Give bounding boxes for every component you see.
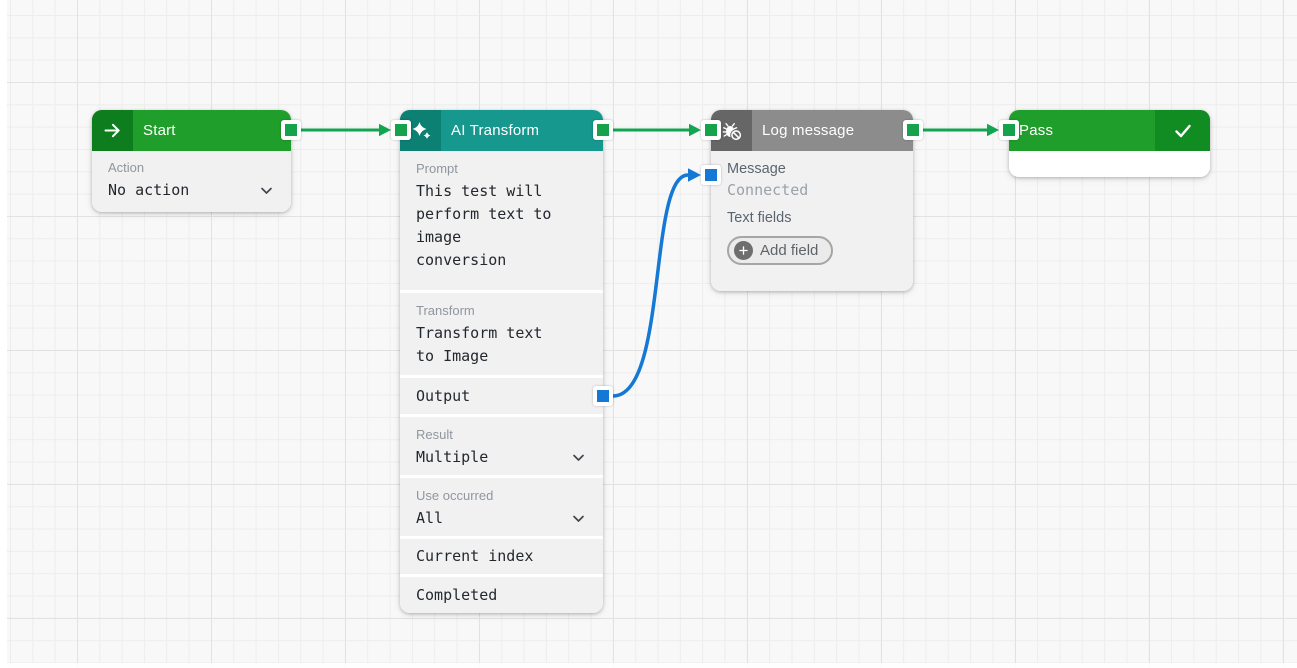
connection-start-to-ai-transform[interactable] <box>289 123 391 137</box>
node-log-message-header[interactable]: Log message <box>711 110 913 151</box>
node-start-header[interactable]: Start <box>92 110 291 151</box>
connection-log-message-to-pass[interactable] <box>911 123 999 137</box>
transform-value: Transform text to Image <box>416 324 543 365</box>
log-message-data-port[interactable] <box>701 165 721 185</box>
canvas-edge-bottom <box>0 663 1297 668</box>
node-start[interactable]: Start Action No action <box>92 110 291 212</box>
message-value: Connected <box>727 181 809 199</box>
node-title: AI Transform <box>451 122 540 139</box>
prompt-field-label: Prompt <box>416 161 458 176</box>
check-icon <box>1155 110 1210 151</box>
node-title: Log message <box>762 122 855 139</box>
node-pass-header[interactable]: Pass <box>1009 110 1210 151</box>
start-output-port[interactable] <box>281 120 301 140</box>
result-value: Multiple <box>416 448 489 466</box>
output-section: Output <box>400 375 603 414</box>
prompt-section: Prompt This test will perform text to im… <box>400 151 603 290</box>
add-field-label: Add field <box>760 242 819 259</box>
prompt-value: This test will perform text to image con… <box>416 182 552 269</box>
use-occurred-value: All <box>416 509 444 527</box>
use-occurred-section: Use occurred All <box>400 475 603 536</box>
node-title: Start <box>143 122 176 139</box>
chevron-down-icon <box>570 510 587 527</box>
result-field-label: Result <box>416 427 453 442</box>
action-dropdown[interactable]: No action <box>108 179 275 202</box>
transform-section: Transform Transform text to Image <box>400 290 603 375</box>
completed-section: Completed <box>400 574 603 613</box>
node-pass[interactable]: Pass <box>1009 110 1210 177</box>
connection-ai-transform-to-log-message[interactable] <box>601 123 701 137</box>
node-ai-transform[interactable]: AI Transform Prompt This test will perfo… <box>400 110 603 613</box>
action-value: No action <box>108 181 190 199</box>
ai-transform-output-port[interactable] <box>593 120 613 140</box>
action-field-label: Action <box>108 160 145 175</box>
use-occurred-dropdown[interactable]: All <box>416 507 587 530</box>
log-message-output-port[interactable] <box>903 120 923 140</box>
node-log-message[interactable]: Log message Message Connected Text field… <box>711 110 913 291</box>
canvas-edge-left <box>0 0 7 668</box>
connection-output-to-message[interactable] <box>611 168 701 398</box>
transform-field-label: Transform <box>416 303 475 318</box>
chevron-down-icon <box>258 182 275 199</box>
plus-icon <box>734 241 753 260</box>
result-dropdown[interactable]: Multiple <box>416 446 587 469</box>
current-index-section: Current index <box>400 536 603 574</box>
pass-input-port[interactable] <box>999 120 1019 140</box>
chevron-down-icon <box>570 449 587 466</box>
node-title: Pass <box>1019 122 1054 139</box>
text-fields-label: Text fields <box>727 210 792 226</box>
use-occurred-field-label: Use occurred <box>416 488 494 503</box>
node-ai-transform-header[interactable]: AI Transform <box>400 110 603 151</box>
result-section: Result Multiple <box>400 414 603 475</box>
add-field-button[interactable]: Add field <box>727 236 834 265</box>
output-label: Output <box>416 386 471 405</box>
ai-transform-input-port[interactable] <box>391 120 411 140</box>
message-field-label: Message <box>727 161 786 177</box>
log-message-input-port[interactable] <box>701 120 721 140</box>
arrow-right-icon <box>92 110 133 151</box>
completed-label: Completed <box>416 585 498 604</box>
current-index-label: Current index <box>416 547 534 565</box>
ai-output-data-port[interactable] <box>593 386 613 406</box>
